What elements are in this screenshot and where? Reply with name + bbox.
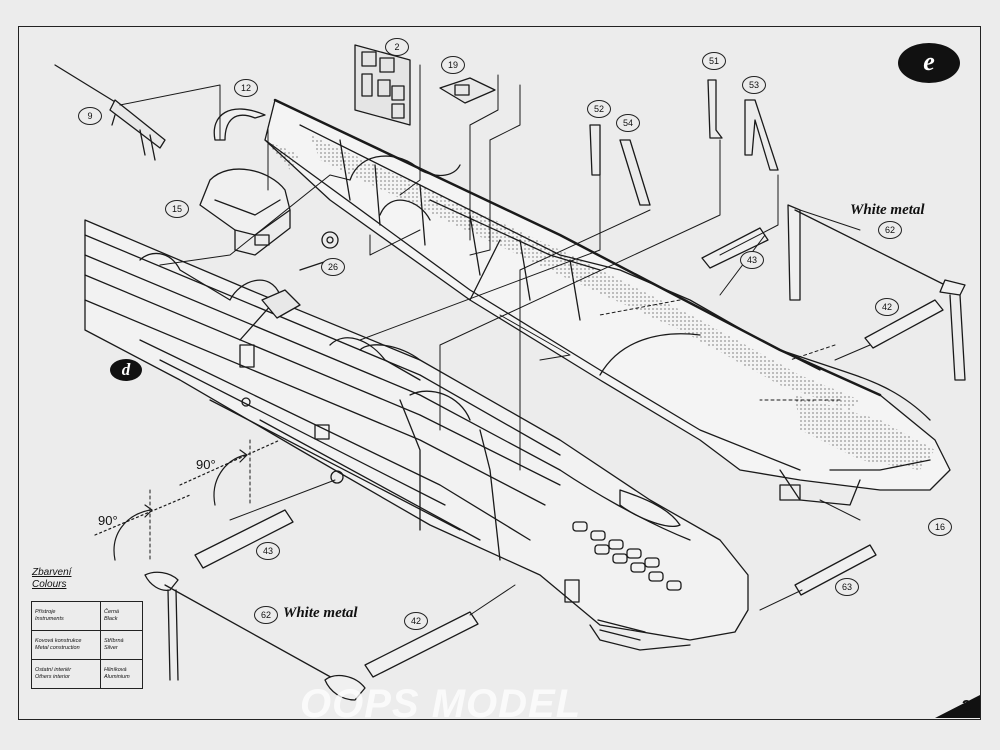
callout-part: 62 (878, 221, 902, 239)
page-corner (935, 695, 980, 718)
callout-part: 16 (928, 518, 952, 536)
legend-title-cz: Zbarvení (32, 567, 72, 578)
callout-part: 19 (441, 56, 465, 74)
rotation-arrows (94, 439, 281, 561)
legend-colour-color-cz: Černá (104, 609, 119, 615)
legend-colour-color-cz: Stříbrná (104, 638, 124, 644)
angle-label: 90° (196, 457, 216, 472)
callout-part: 26 (321, 258, 345, 276)
callout-part: 9 (78, 107, 102, 125)
section-badge-d: d (110, 359, 142, 381)
part-26-wheel (321, 231, 339, 249)
legend-colour-color-en: Black (104, 616, 118, 622)
callout-part: 54 (616, 114, 640, 132)
white-metal-label: White metal (283, 605, 358, 621)
legend-part-part-cz: Přístroje (35, 609, 56, 615)
callout-part: 2 (385, 38, 409, 56)
legend-part-part-en: Instruments (35, 616, 64, 622)
page-number: 3 (962, 698, 971, 715)
leader-lines (119, 64, 871, 616)
legend-colour-color-cz: Hliníková (104, 667, 127, 673)
watermark: OOPS MODEL (300, 682, 582, 726)
part-62-upper (787, 204, 966, 381)
part-2-lower-panel (261, 289, 301, 319)
legend-title-en: Colours (32, 579, 67, 590)
callout-part: 12 (234, 79, 258, 97)
part-15-seat (199, 168, 291, 256)
part-43-upper (701, 227, 769, 269)
callout-part: 62 (254, 606, 278, 624)
callout-part: 42 (404, 612, 428, 630)
part-43-lower (194, 509, 294, 569)
lower-fuselage-half (84, 219, 749, 651)
part-62-lower (144, 571, 366, 701)
callout-part: 63 (835, 578, 859, 596)
angle-label: 90° (98, 513, 118, 528)
callout-part: 52 (587, 100, 611, 118)
legend-title: Zbarvení Colours (32, 567, 71, 591)
part-53 (744, 99, 779, 171)
callout-part: 51 (702, 52, 726, 70)
part-51 (707, 79, 723, 139)
part-9-gun (54, 64, 166, 161)
callout-part: 43 (256, 542, 280, 560)
section-badge-e: e (898, 43, 960, 83)
callout-part: 42 (875, 298, 899, 316)
white-metal-label: White metal (850, 202, 925, 218)
legend-part-part-en: Others interior (35, 674, 70, 680)
callout-part: 15 (165, 200, 189, 218)
part-2-instrument-panel (354, 44, 411, 126)
dashed-guides (149, 299, 841, 561)
part-42-lower (364, 611, 479, 678)
legend-part-part-en: Metal construction (35, 645, 80, 651)
part-52 (589, 124, 601, 176)
stippled-interior (310, 135, 860, 410)
legend-colour-color-en: Silver (104, 645, 118, 651)
legend-part-part-cz: Ostatní interiér (35, 667, 72, 673)
part-12-frame (213, 108, 266, 141)
page-frame (18, 26, 981, 720)
part-16 (779, 484, 801, 501)
legend-part-part-cz: Kovová konstrukce (35, 638, 82, 644)
legend-colour-color-en: Aluminium (104, 674, 130, 680)
callout-part: 53 (742, 76, 766, 94)
part-54 (619, 139, 651, 206)
callout-part: 43 (740, 251, 764, 269)
part-19 (439, 77, 496, 104)
